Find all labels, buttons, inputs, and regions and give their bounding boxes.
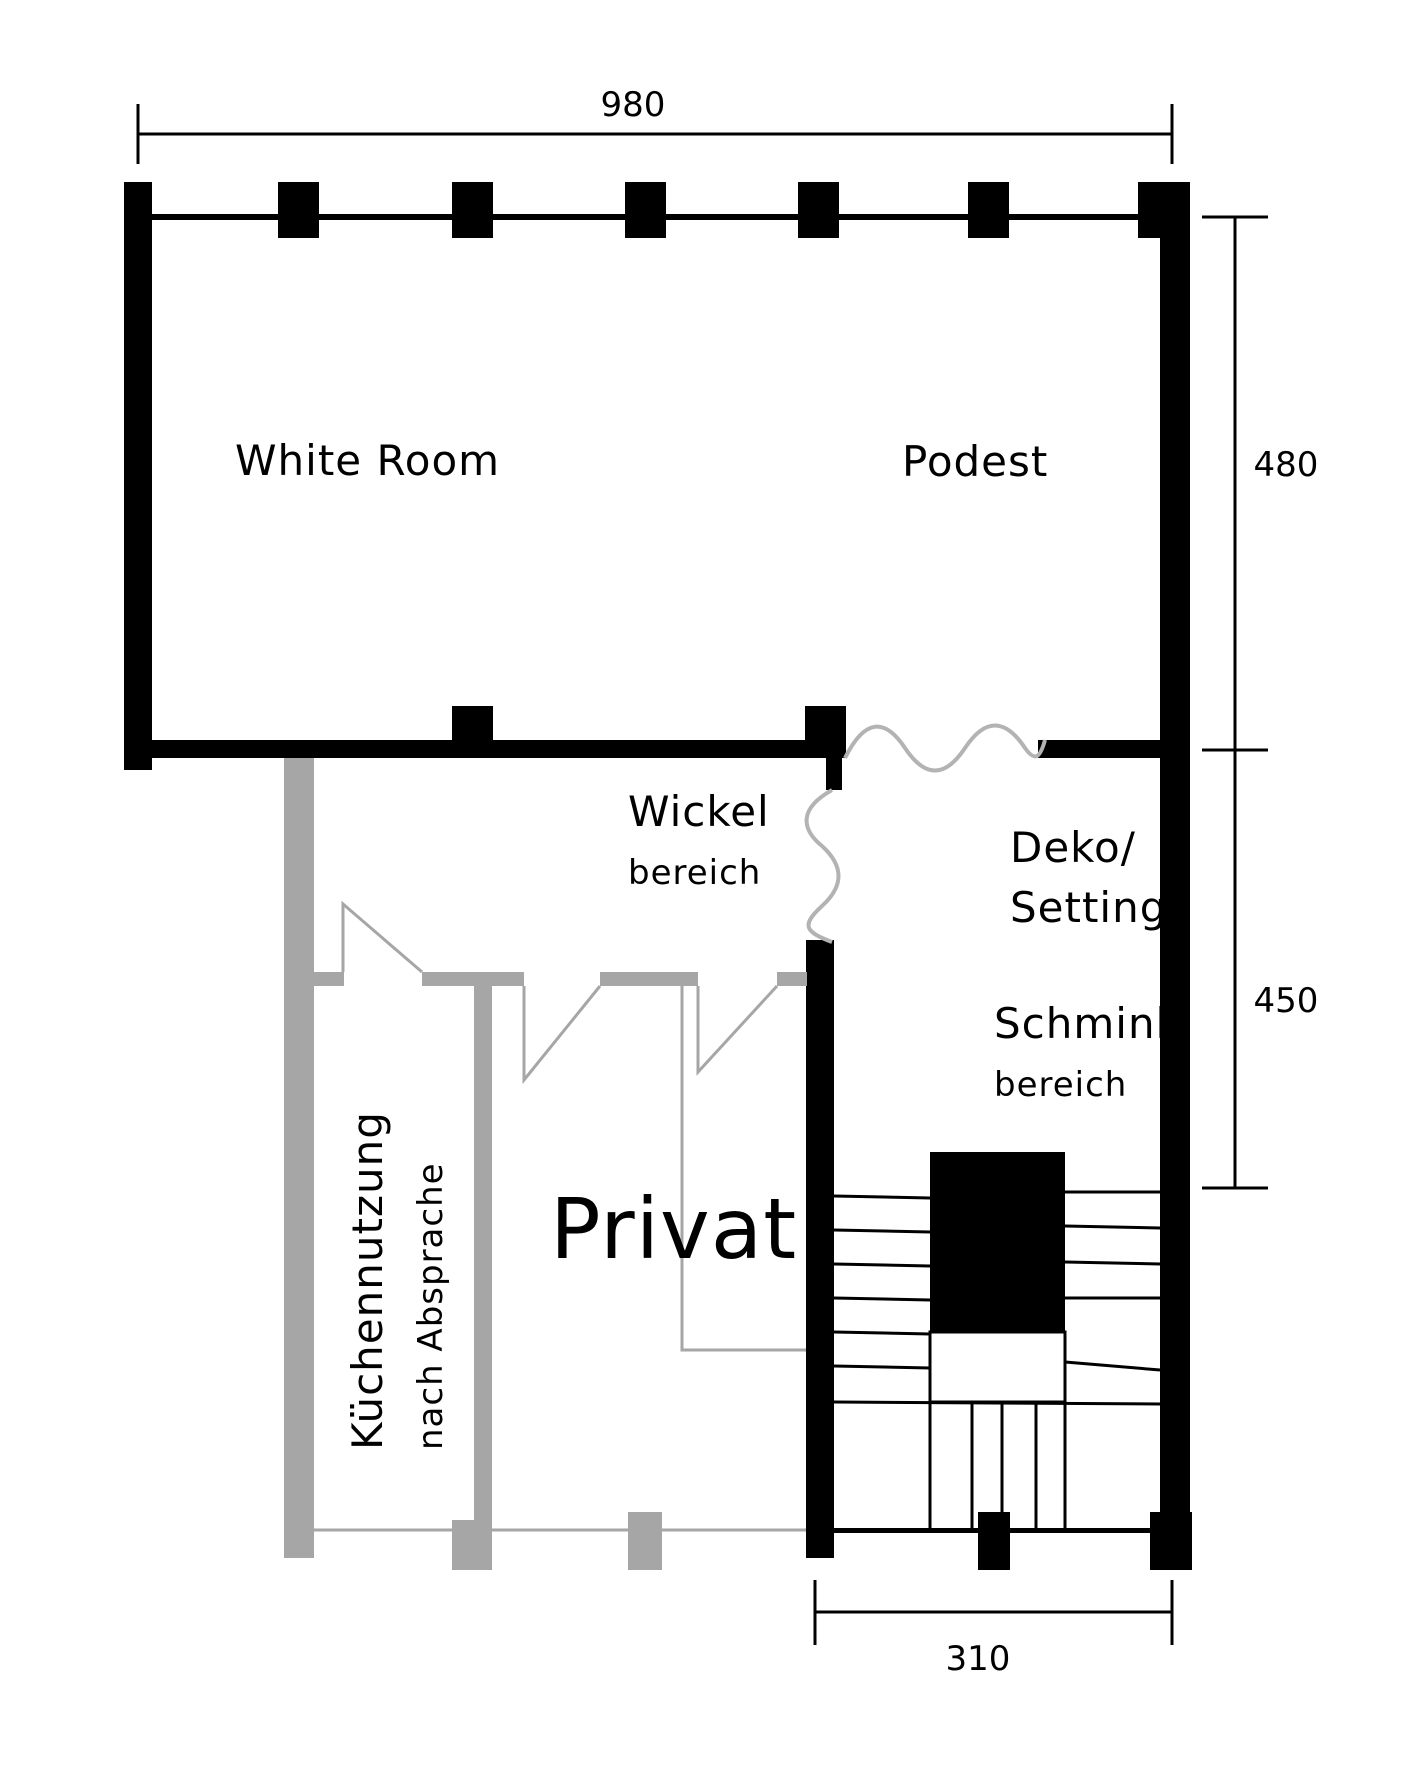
dimension-top-label: 980 — [601, 85, 666, 125]
room-label-kueche: Küchennutzung — [343, 1111, 392, 1450]
room-label-wickel: Wickel — [628, 787, 770, 836]
room-label-schmink: Schmink — [994, 999, 1181, 1048]
dimension-upper-right-label: 480 — [1254, 445, 1319, 485]
partitions — [284, 758, 807, 1570]
dimension-right — [1202, 215, 1268, 1190]
dimension-top — [136, 104, 1174, 164]
room-label-deko: Deko/ — [1010, 823, 1136, 872]
room-label-schmink-bereich: bereich — [994, 1065, 1127, 1105]
room-label-wickel-bereich: bereich — [628, 853, 761, 893]
room-label-setting: Setting — [1010, 883, 1167, 932]
room-label-white-room: White Room — [235, 436, 500, 485]
doors — [314, 900, 806, 1532]
dimension-lower-right-label: 450 — [1254, 981, 1319, 1021]
staircase — [833, 1152, 1161, 1530]
room-label-absprache: nach Absprache — [411, 1162, 451, 1450]
curtains — [804, 723, 1047, 944]
room-label-podest: Podest — [902, 437, 1048, 486]
exterior-walls — [124, 182, 1192, 1570]
room-label-privat: Privat — [550, 1180, 797, 1278]
dimension-bottom — [813, 1580, 1174, 1645]
dimension-bottom-label: 310 — [946, 1639, 1011, 1679]
